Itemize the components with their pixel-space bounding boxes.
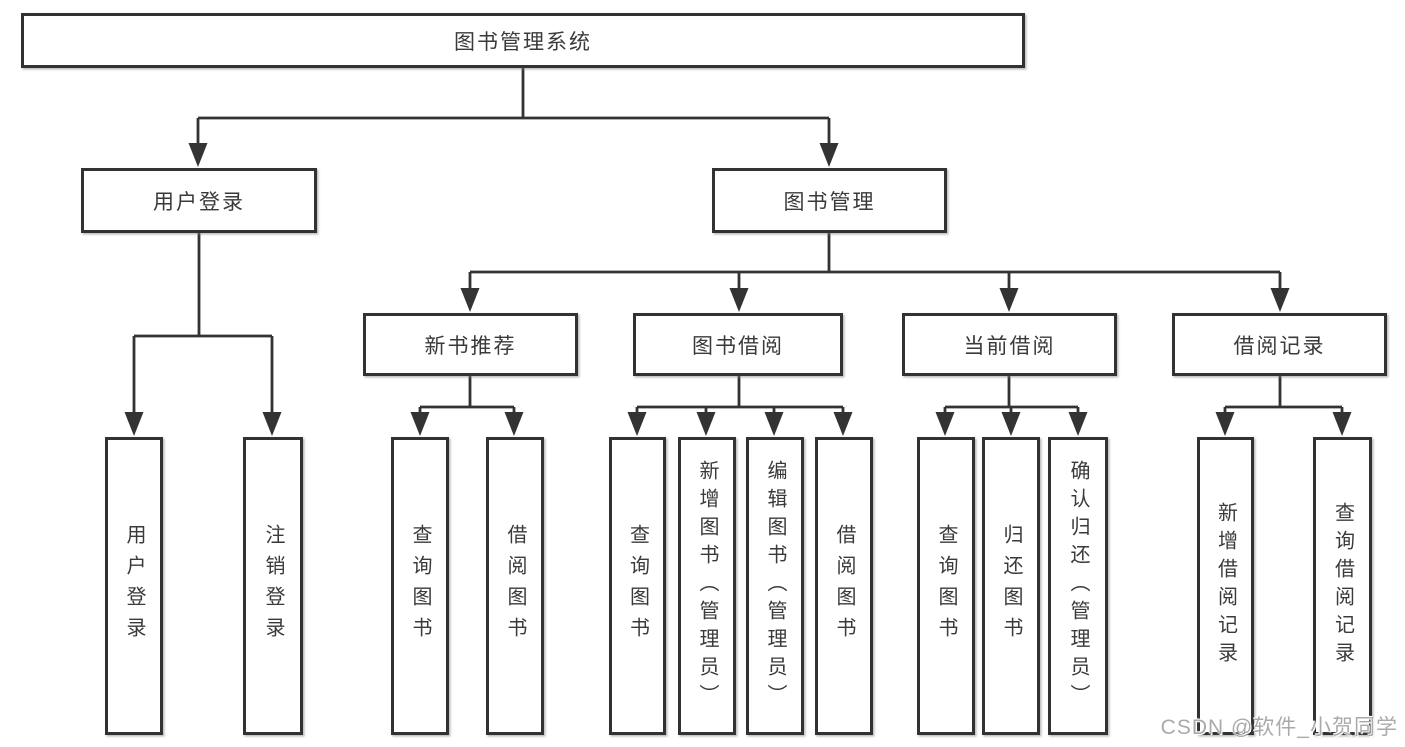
node-leaf-add-borrow-record: 新增借阅记录 [1197,437,1254,735]
node-user-login: 用户登录 [81,168,317,233]
node-borrow-records: 借阅记录 [1172,313,1387,376]
arrow-icon [124,412,144,436]
arrowheads [124,143,1352,436]
node-leaf-edit-books-admin: 编辑图书（管理员） [746,437,804,735]
arrow-icon [999,288,1019,312]
node-book-borrow: 图书借阅 [633,313,843,376]
node-leaf-borrow-books: 借阅图书 [815,437,873,735]
node-book-management: 图书管理 [712,168,947,233]
node-current-borrow: 当前借阅 [902,313,1117,376]
arrow-icon [188,143,208,167]
node-leaf-query-books-current: 查询图书 [917,437,975,735]
node-leaf-user-login: 用户登录 [105,437,163,735]
node-library-management-system: 图书管理系统 [21,13,1025,68]
node-leaf-logout: 注销登录 [243,437,303,735]
node-leaf-confirm-return-admin: 确认归还（管理员） [1048,437,1108,735]
node-leaf-borrow-books-recommend: 借阅图书 [486,437,544,735]
arrow-icon [764,412,784,436]
arrow-icon [819,143,839,167]
node-leaf-return-books: 归还图书 [982,437,1040,735]
node-new-book-recommend: 新书推荐 [363,313,578,376]
arrow-icon [460,288,480,312]
arrow-icon [1068,412,1088,436]
arrow-icon [935,412,955,436]
node-leaf-query-books-borrow: 查询图书 [609,437,666,735]
node-leaf-query-borrow-record: 查询借阅记录 [1313,437,1372,735]
arrow-icon [729,288,749,312]
node-leaf-query-books-recommend: 查询图书 [391,437,449,735]
arrow-icon [1270,288,1290,312]
arrow-icon [833,412,853,436]
node-leaf-add-books-admin: 新增图书（管理员） [678,437,736,735]
arrow-icon [696,412,716,436]
arrow-icon [410,412,430,436]
arrow-icon [1215,412,1235,436]
arrow-icon [1332,412,1352,436]
arrow-icon [627,412,647,436]
arrow-icon [504,412,524,436]
connector-lines [132,68,1344,416]
csdn-watermark: CSDN @软件_小贺同学 [1160,716,1398,739]
arrow-icon [1001,412,1021,436]
arrow-icon [262,412,282,436]
